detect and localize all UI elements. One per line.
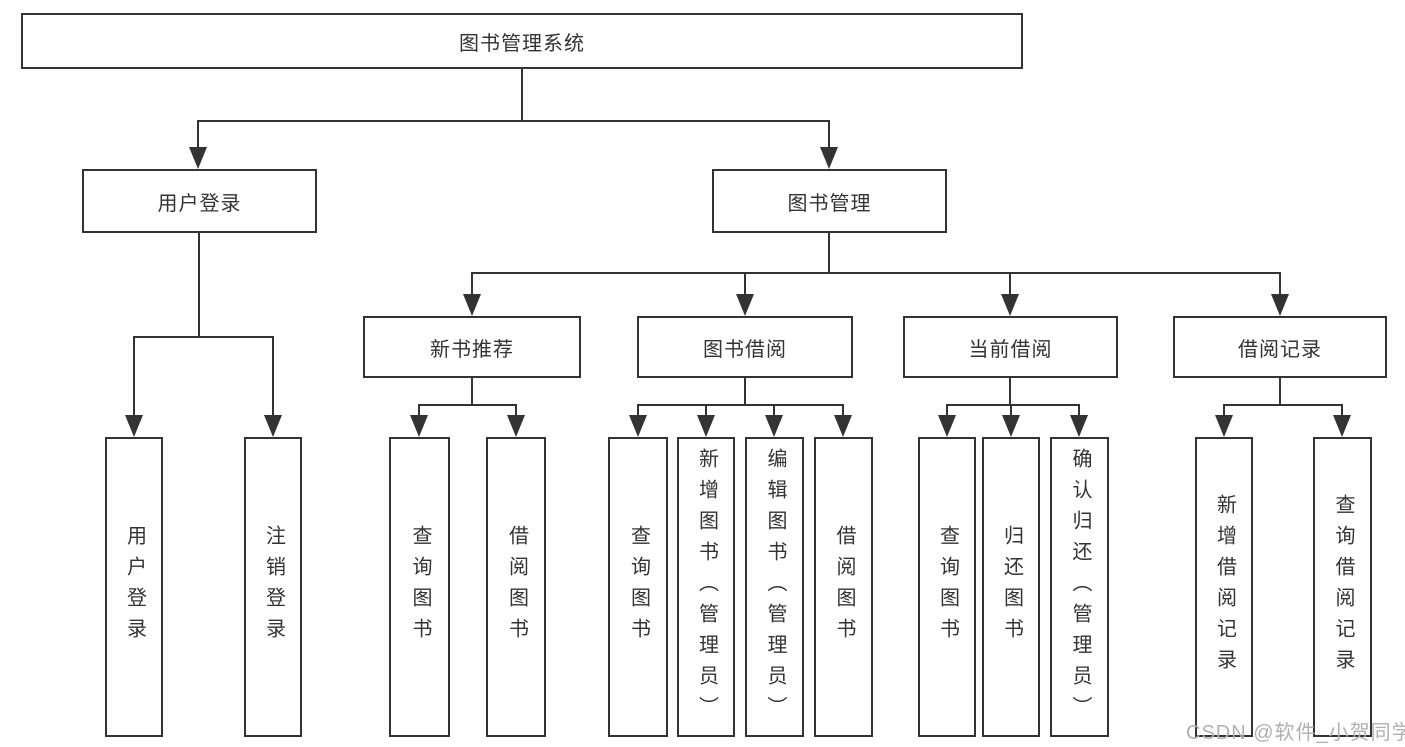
node-label: 借阅图书 (505, 525, 528, 649)
connector-mgmt-to-level3 (463, 233, 1289, 316)
node-branch-user-login: 用户登录 (82, 169, 317, 233)
node-branch-borrowing-records: 借阅记录 (1173, 316, 1387, 378)
node-label: 图书管理 (787, 192, 872, 215)
node-label: 当前借阅 (968, 338, 1053, 361)
node-label: 图书借阅 (703, 338, 787, 361)
node-leaf-return-books: 归还图书 (982, 437, 1040, 737)
node-leaf-borrow-books: 借阅图书 (814, 437, 873, 737)
node-root-system: 图书管理系统 (21, 13, 1023, 69)
connector-login-to-leaves (125, 233, 282, 437)
node-label: 归还图书 (1000, 525, 1023, 649)
node-label: 编辑图书（管理员） (764, 447, 786, 727)
node-label: 新增图书（管理员） (695, 447, 718, 727)
node-leaf-edit-books-admin: 编辑图书（管理员） (745, 437, 804, 737)
node-label: 查询图书 (409, 525, 431, 649)
node-leaf-query-borrow-record: 查询借阅记录 (1313, 437, 1372, 737)
node-label: 查询图书 (627, 525, 650, 649)
node-leaf-query-books-borrow: 查询图书 (608, 437, 668, 737)
node-label: 确认归还（管理员） (1069, 447, 1091, 727)
node-label: 借阅图书 (833, 525, 855, 649)
node-label: 借阅记录 (1238, 338, 1322, 361)
node-leaf-query-books-recommend: 查询图书 (389, 437, 450, 737)
node-label: 注销登录 (262, 525, 285, 649)
node-leaf-confirm-return-admin: 确认归还（管理员） (1050, 437, 1109, 737)
node-branch-book-borrowing: 图书借阅 (637, 316, 853, 378)
node-label: 用户登录 (157, 192, 242, 215)
node-leaf-user-login: 用户登录 (105, 437, 163, 737)
connector-newbook-to-leaves (410, 378, 525, 437)
node-label: 查询借阅记录 (1332, 494, 1354, 680)
node-leaf-query-books-current: 查询图书 (918, 437, 976, 737)
connector-current-to-leaves (938, 378, 1088, 437)
connector-records-to-leaves (1215, 378, 1351, 437)
node-leaf-logout: 注销登录 (244, 437, 302, 737)
node-branch-new-book-recommend: 新书推荐 (363, 316, 581, 378)
node-label: 图书管理系统 (459, 32, 585, 55)
node-branch-current-borrowing: 当前借阅 (903, 316, 1118, 378)
node-branch-book-management: 图书管理 (712, 169, 947, 233)
node-leaf-borrow-books-recommend: 借阅图书 (486, 437, 546, 737)
node-label: 查询图书 (936, 525, 959, 649)
csdn-watermark: CSDN @软件_小贺同学 (1186, 722, 1405, 744)
node-label: 新增借阅记录 (1213, 494, 1236, 680)
connector-borrow-to-leaves (629, 378, 852, 437)
connector-root-to-level2 (189, 69, 838, 169)
node-label: 新书推荐 (430, 338, 514, 361)
node-leaf-add-books-admin: 新增图书（管理员） (677, 437, 735, 737)
node-leaf-add-borrow-record: 新增借阅记录 (1195, 437, 1253, 737)
node-label: 用户登录 (123, 525, 146, 649)
